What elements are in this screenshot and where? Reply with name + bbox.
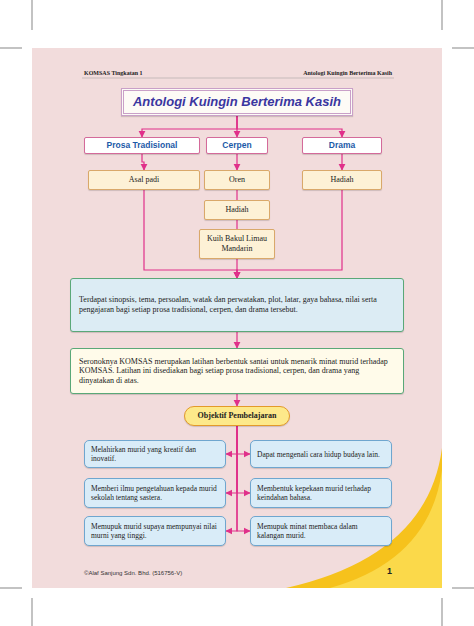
node-text: Drama: [329, 140, 355, 150]
node-text: Oren: [229, 175, 245, 185]
node-text: Hadiah: [330, 175, 353, 185]
description-box: Seronoknya KOMSAS merupakan latihan berb…: [70, 348, 404, 394]
connector-line: [237, 426, 250, 493]
connector-line: [236, 332, 237, 348]
objective-box: Memupuk minat membaca dalam kalangan mur…: [250, 516, 392, 546]
connector-line: [237, 426, 250, 531]
node-text: Terdapat sinopsis, tema, persoalan, wata…: [79, 295, 395, 314]
node-text: Membentuk kepekaan murid terhadap keinda…: [257, 484, 385, 502]
connector-line: [341, 154, 342, 170]
header-text: KOMSAS Tingkatan 1: [84, 70, 142, 76]
node-text: Hadiah: [225, 205, 248, 215]
header-rule: [82, 78, 394, 79]
page-number: 1: [387, 566, 392, 576]
anthology-title-box: Antologi Kuingin Berterima Kasih: [121, 88, 353, 116]
page-ground: [32, 48, 442, 588]
category-heading: Prosa Tradisional: [84, 137, 200, 154]
category-heading: Cerpen: [206, 137, 268, 154]
node-text: Prosa Tradisional: [107, 140, 178, 150]
title-box: Asal padi: [88, 170, 200, 190]
header-text: Antologi Kuingin Berterima Kasih: [303, 70, 392, 76]
objective-box: Membentuk kepekaan murid terhadap keinda…: [250, 478, 392, 508]
title-box: Oren: [204, 170, 270, 190]
connector-line: [142, 116, 237, 137]
node-text: Seronoknya KOMSAS merupakan latihan berb…: [79, 357, 395, 386]
node-text: Memupuk murid supaya mempunyai nilai mur…: [91, 522, 219, 540]
connector-line: [226, 426, 237, 531]
connector-line: [236, 154, 237, 170]
connector-line: [236, 394, 237, 406]
title-box: Kuih Bakul Limau Mandarin: [199, 229, 275, 259]
copyright-note: ©Alaf Sanjung Sdn. Bhd. (516756-V): [84, 570, 182, 576]
objective-box: Memupuk murid supaya mempunyai nilai mur…: [84, 516, 226, 546]
title-box: Hadiah: [302, 170, 382, 190]
connector-line: [237, 116, 342, 137]
connector-line: [236, 220, 237, 229]
objective-heading: Objektif Pembelajaran: [184, 406, 290, 426]
info-box: Terdapat sinopsis, tema, persoalan, wata…: [70, 278, 404, 332]
category-heading: Drama: [302, 137, 382, 154]
connector-line: [237, 426, 250, 454]
node-text: Melahirkan murid yang kreatif dan inovat…: [91, 445, 219, 463]
connector-line: [226, 426, 237, 493]
objective-box: Melahirkan murid yang kreatif dan inovat…: [84, 440, 226, 468]
connector-line: [236, 190, 237, 200]
node-text: Memberi ilmu pengetahuan kepada murid se…: [91, 484, 219, 502]
connector-line: [226, 426, 237, 454]
node-text: Memupuk minat membaca dalam kalangan mur…: [257, 522, 385, 540]
node-text: Objektif Pembelajaran: [198, 411, 277, 421]
connector-line: [142, 154, 144, 170]
node-text: Asal padi: [129, 175, 159, 185]
objective-box: Dapat mengenali cara hidup budaya lain.: [250, 440, 392, 468]
objective-box: Memberi ilmu pengetahuan kepada murid se…: [84, 478, 226, 508]
title-box: Hadiah: [204, 200, 270, 220]
node-text: Antologi Kuingin Berterima Kasih: [133, 94, 341, 110]
node-text: Cerpen: [222, 140, 251, 150]
node-text: Dapat mengenali cara hidup budaya lain.: [257, 450, 385, 459]
node-text: Kuih Bakul Limau Mandarin: [204, 234, 270, 253]
